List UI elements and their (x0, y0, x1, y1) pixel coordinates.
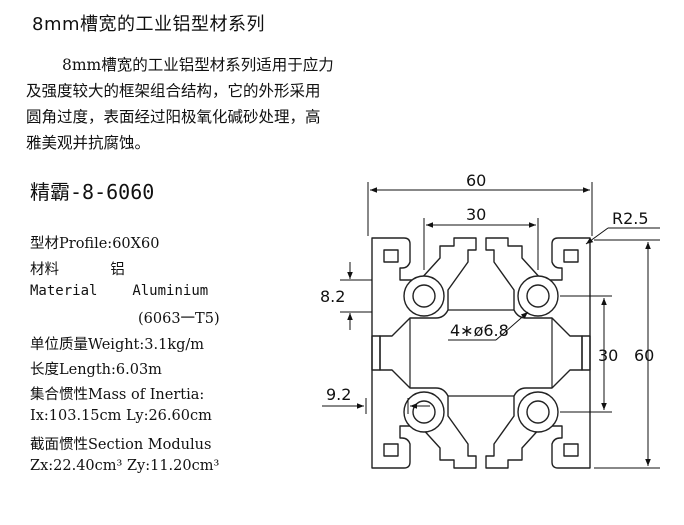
dim-inner-label: 30 (598, 346, 618, 365)
material-en-label: Material (30, 283, 98, 299)
spec-material-en: Material Aluminium (30, 283, 208, 299)
description: 8mm槽宽的工业铝型材系列适用于应力 及强度较大的框架组合结构，它的外形采用 圆… (26, 52, 386, 156)
description-line: 雅美观并抗腐蚀。 (26, 134, 151, 152)
spec-inertia-label: 集合惯性Mass of Inertia: (30, 387, 205, 403)
mounting-holes (403, 275, 559, 433)
dim-holes-label: 4∗ø6.8 (450, 321, 509, 340)
dim-radius-label: R2.5 (612, 209, 649, 228)
dim-width-label: 60 (466, 171, 486, 190)
spec-profile: 型材Profile:60X60 (30, 236, 160, 252)
spec-inertia-values: Ix:103.15cm Ly:26.60cm (30, 408, 212, 424)
spec-alloy: (6063一T5) (138, 311, 220, 327)
spec-weight: 单位质量Weight:3.1kg/m (30, 337, 205, 353)
spec-material-cn: 材料 铝 (30, 258, 125, 279)
profile-outline (371, 237, 591, 469)
spec-modulus-values: Zx:22.40cm³ Zy:11.20cm³ (30, 458, 220, 474)
description-line: 8mm槽宽的工业铝型材系列适用于应力 (62, 56, 334, 74)
dim-depth-label: 9.2 (326, 385, 351, 404)
description-line: 及强度较大的框架组合结构，它的外形采用 (26, 82, 321, 100)
spec-length: 长度Length:6.03m (30, 362, 162, 378)
dim-slot-spacing-label: 30 (466, 205, 486, 224)
page-heading: 8mm槽宽的工业铝型材系列 (32, 14, 266, 35)
dim-height-label: 60 (634, 346, 654, 365)
material-en-value: Aluminium (132, 283, 209, 299)
dimension-lines (322, 182, 660, 469)
model-name: 精霸-8-6060 (30, 180, 155, 204)
spec-modulus-label: 截面惯性Section Modulus (30, 437, 212, 453)
description-line: 圆角过度，表面经过阳极氧化碱砂处理，高 (26, 108, 321, 126)
dim-slot-label: 8.2 (320, 287, 345, 306)
material-cn-value: 铝 (110, 262, 125, 278)
material-cn-label: 材料 (30, 262, 59, 278)
